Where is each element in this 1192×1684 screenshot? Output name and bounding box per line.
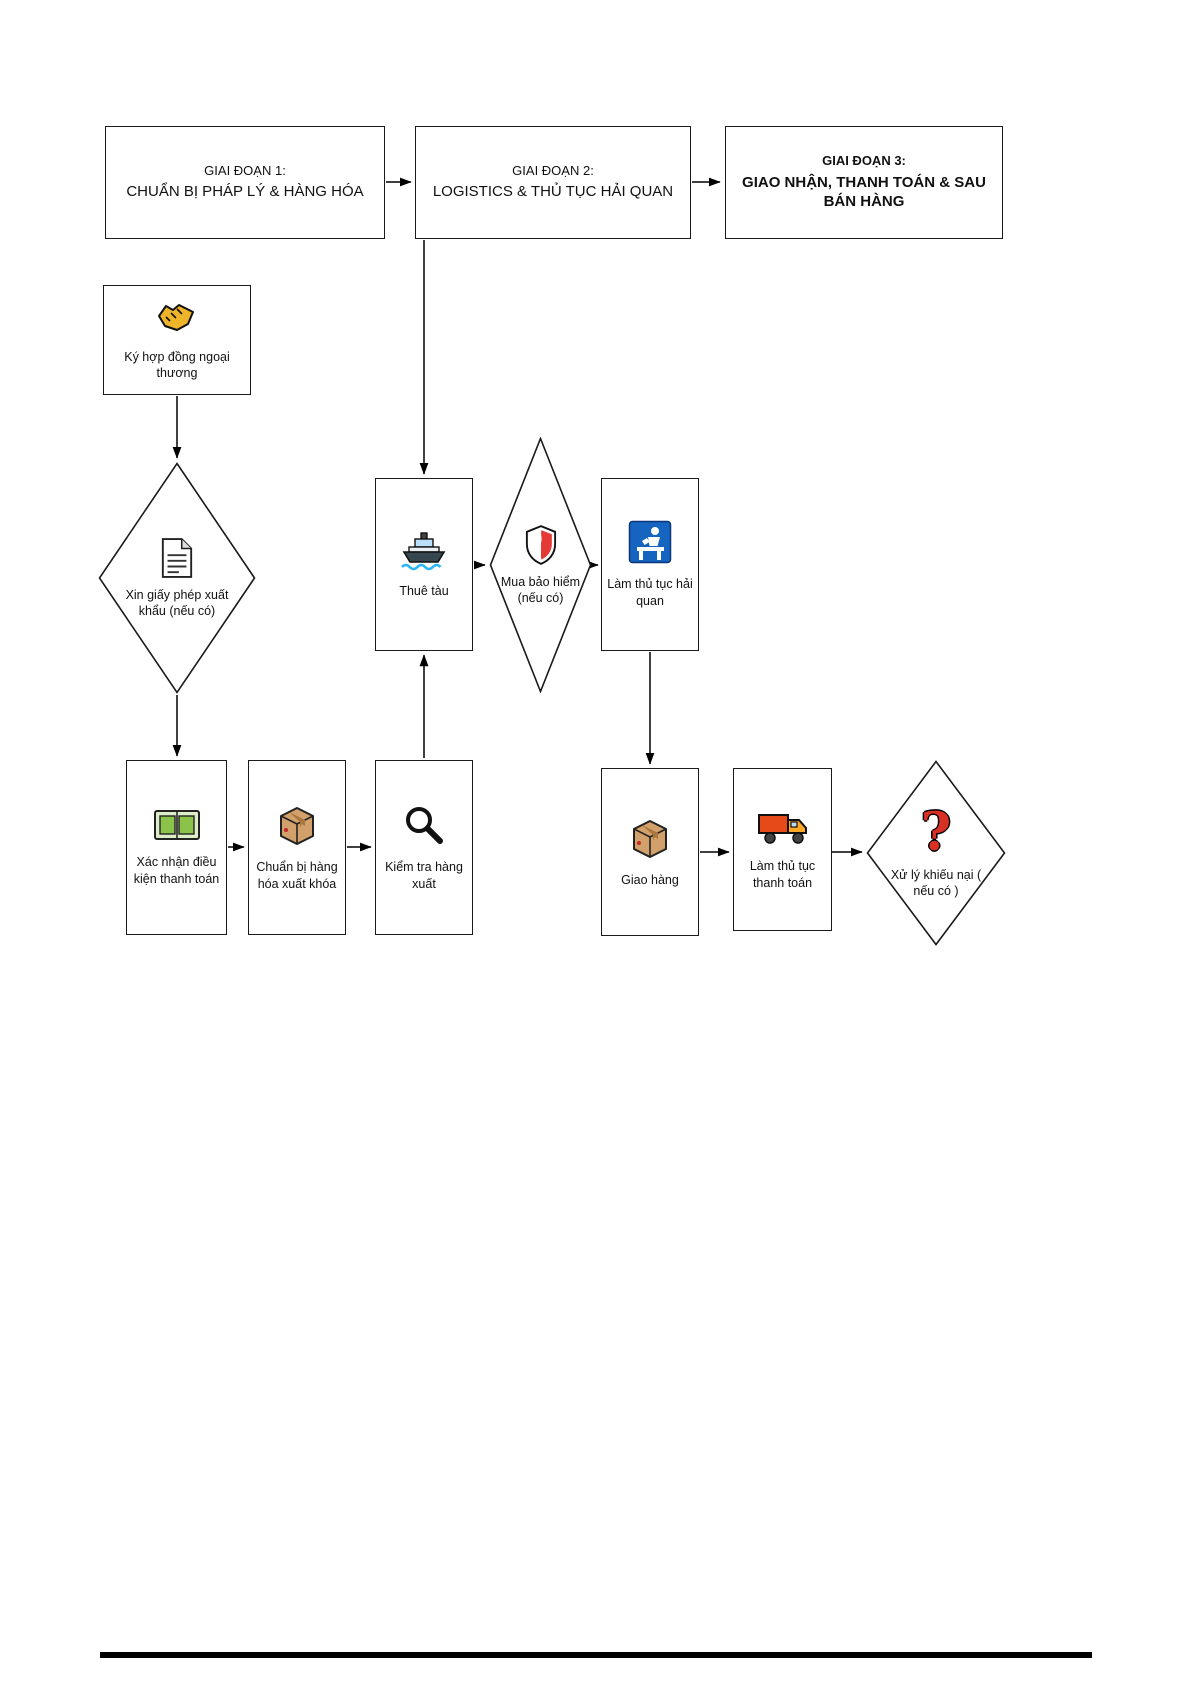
- decision-export-license: Xin giấy phép xuất khẩu (nếu có): [98, 462, 256, 694]
- diamond-shape: [98, 462, 256, 694]
- phase-3-box: GIAI ĐOẠN 3: GIAO NHẬN, THANH TOÁN & SAU…: [725, 126, 1003, 239]
- truck-icon: [757, 808, 809, 846]
- decision-complaints: ? Xử lý khiếu nại ( nếu có ): [866, 760, 1006, 946]
- question-icon: ?: [920, 801, 952, 863]
- phase-2-subtitle: LOGISTICS & THỦ TỤC HẢI QUAN: [432, 183, 674, 201]
- node-payment-procedure: Làm thủ tục thanh toán: [733, 768, 832, 931]
- node-charter-ship: Thuê tàu: [375, 478, 473, 651]
- node-label: Xác nhận điều kiện thanh toán: [133, 855, 220, 886]
- magnifier-icon: [402, 803, 446, 847]
- shield-icon: [525, 524, 557, 566]
- phase-3-subtitle: GIAO NHẬN, THANH TOÁN & SAU BÁN HÀNG: [742, 173, 986, 211]
- diamond-shape: [866, 760, 1006, 946]
- node-payment-terms: Xác nhận điều kiện thanh toán: [126, 760, 227, 935]
- page-bottom-rule: [100, 1652, 1092, 1658]
- node-label: Ký hợp đồng ngoại thương: [124, 349, 230, 380]
- node-customs: Làm thủ tục hải quan: [601, 478, 699, 651]
- node-label: Giao hàng: [621, 872, 679, 887]
- phase-1-box: GIAI ĐOẠN 1: CHUẨN BỊ PHÁP LÝ & HÀNG HÓA: [105, 126, 385, 239]
- package-icon: [275, 803, 319, 847]
- phase-2-box: GIAI ĐOẠN 2: LOGISTICS & THỦ TỤC HẢI QUA…: [415, 126, 691, 239]
- banknote-icon: [153, 808, 201, 842]
- node-label: Kiểm tra hàng xuất: [385, 860, 463, 891]
- node-label: Mua bảo hiểm (nếu có): [500, 574, 581, 605]
- document-icon: [160, 537, 194, 579]
- package-icon: [628, 816, 672, 860]
- diamond-shape: [489, 437, 592, 693]
- ship-icon: [400, 529, 448, 571]
- node-label: Làm thủ tục hải quan: [607, 577, 693, 608]
- node-prepare-goods: Chuẩn bị hàng hóa xuất khóa: [248, 760, 346, 935]
- phase-1-title: GIAI ĐOẠN 1:: [204, 163, 286, 179]
- handshake-icon: [154, 299, 200, 337]
- node-label: Xin giấy phép xuất khẩu (nếu có): [125, 587, 229, 618]
- customs-icon: [628, 520, 672, 564]
- node-label: Chuẩn bị hàng hóa xuất khóa: [256, 860, 338, 891]
- node-label: Làm thủ tục thanh toán: [749, 859, 816, 890]
- node-label: Xử lý khiếu nại ( nếu có ): [890, 867, 982, 898]
- node-label: Thuê tàu: [399, 584, 449, 599]
- phase-2-title: GIAI ĐOẠN 2:: [512, 163, 594, 179]
- phase-1-subtitle: CHUẨN BỊ PHÁP LÝ & HÀNG HÓA: [126, 183, 364, 201]
- node-deliver: Giao hàng: [601, 768, 699, 936]
- phase-3-title: GIAI ĐOẠN 3:: [822, 153, 906, 169]
- decision-insurance: Mua bảo hiểm (nếu có): [489, 437, 592, 693]
- node-inspect-goods: Kiểm tra hàng xuất: [375, 760, 473, 935]
- node-sign-contract: Ký hợp đồng ngoại thương: [103, 285, 251, 395]
